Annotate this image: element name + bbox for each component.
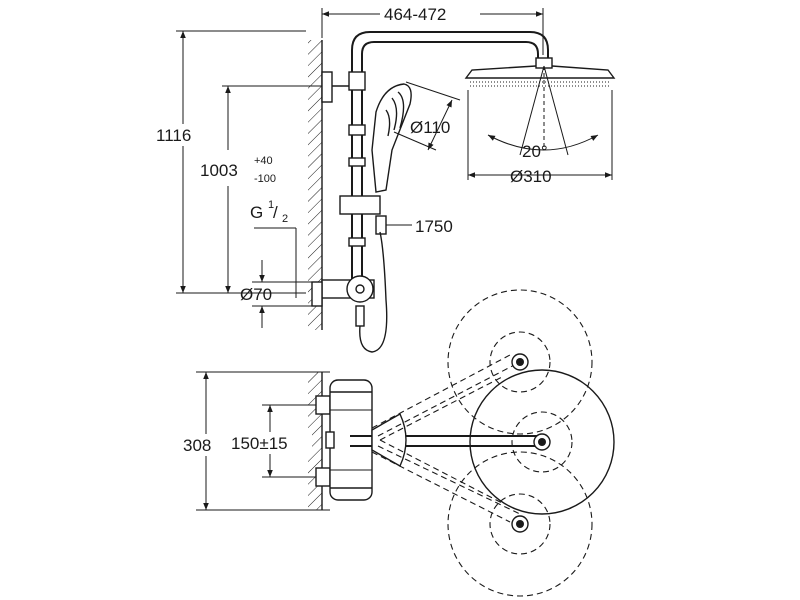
- plan-view: 308 150±15: [180, 289, 615, 597]
- side-elevation-view: 20° Ø310 464-472 Ø110 1750: [150, 4, 616, 353]
- total-height-label: 1116: [156, 126, 191, 145]
- thread-numerator-label: 1: [268, 199, 274, 211]
- arm-reach-label: 464-472: [384, 5, 446, 24]
- inlet-spacing-label: 150±15: [231, 434, 288, 453]
- hose: [359, 231, 388, 353]
- upper-wall-bracket: [321, 71, 333, 103]
- escutcheon-diameter-label: Ø70: [240, 285, 272, 304]
- head-diameter-label: Ø310: [510, 167, 552, 186]
- height-tol-minus-label: -100: [254, 173, 276, 185]
- rail-height-label: 1750: [415, 217, 453, 236]
- height-tol-plus-label: +40: [254, 155, 273, 167]
- swing-position-lower: [447, 451, 593, 597]
- height-main-label: 1003: [200, 161, 238, 180]
- hand-shower-swing: [371, 413, 407, 467]
- thread-fraction-slash: /: [273, 203, 278, 222]
- swing-position-upper: [447, 289, 593, 435]
- inlet-connector-lower: [315, 467, 331, 487]
- spray-angle-arc: [487, 134, 599, 151]
- shower-arm: [351, 31, 549, 72]
- hand-diameter-label: Ø110: [410, 118, 450, 137]
- hand-diameter-dim-line: [427, 99, 453, 151]
- inlet-connector-upper: [315, 395, 331, 415]
- thread-prefix-label: G: [250, 203, 263, 222]
- spray-angle-label: 20°: [522, 142, 548, 161]
- thread-denominator-label: 2: [282, 213, 288, 225]
- wall-hatching-top: [308, 40, 322, 330]
- hand-shower: [371, 83, 412, 193]
- mixer-body-plan: [329, 379, 373, 501]
- hand-shower-slider: [339, 195, 381, 215]
- mixer-height-label: 308: [183, 436, 211, 455]
- head-shower-plan: [469, 369, 615, 515]
